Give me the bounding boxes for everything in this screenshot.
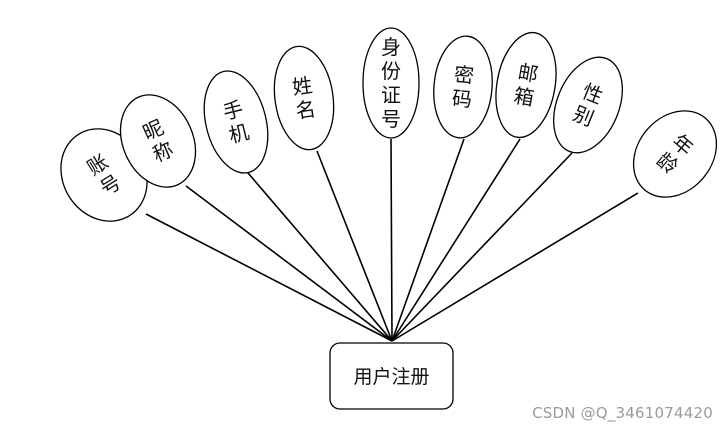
attribute-age: 年龄 xyxy=(632,110,718,198)
attribute-ellipse-name xyxy=(273,45,335,151)
connector-account xyxy=(145,213,393,342)
attribute-phone: 手机 xyxy=(203,70,269,174)
connector-id_card xyxy=(390,138,393,342)
attribute-ellipse-gender xyxy=(553,56,623,154)
attribute-ellipse-phone xyxy=(203,70,269,174)
attribute-gender: 性别 xyxy=(553,56,623,154)
attribute-password: 密码 xyxy=(433,35,493,139)
entity-rect xyxy=(329,342,454,410)
attribute-ellipses: 账号昵称手机姓名身份证号密码邮箱性别年龄 xyxy=(60,27,718,222)
attribute-label-id_card: 身份证号 xyxy=(381,35,401,131)
entity-label: 用户注册 xyxy=(353,366,429,388)
attribute-ellipse-email xyxy=(495,31,557,139)
connector-gender xyxy=(391,152,573,342)
attribute-label-name: 姓名 xyxy=(291,73,317,123)
connector-phone xyxy=(247,172,393,342)
connector-lines xyxy=(145,138,639,342)
attribute-id_card: 身份证号 xyxy=(362,27,420,139)
attribute-name: 姓名 xyxy=(273,45,335,151)
attribute-label-phone: 手机 xyxy=(220,96,251,147)
attribute-ellipse-id_card xyxy=(362,27,420,139)
attribute-label-email: 邮箱 xyxy=(512,60,540,111)
attribute-ellipse-password xyxy=(433,35,493,139)
attribute-nickname: 昵称 xyxy=(119,94,197,188)
attribute-ellipse-nickname xyxy=(119,94,197,188)
connector-password xyxy=(391,138,465,342)
entity-box: 用户注册 xyxy=(329,342,454,410)
watermark: CSDN @Q_3461074420 xyxy=(532,404,713,422)
connector-name xyxy=(316,150,393,342)
attribute-ellipse-age xyxy=(632,110,718,198)
connector-nickname xyxy=(185,185,393,342)
connector-email xyxy=(391,138,521,342)
attribute-email: 邮箱 xyxy=(495,31,557,139)
connector-age xyxy=(391,192,639,342)
attribute-label-password: 密码 xyxy=(451,62,475,112)
